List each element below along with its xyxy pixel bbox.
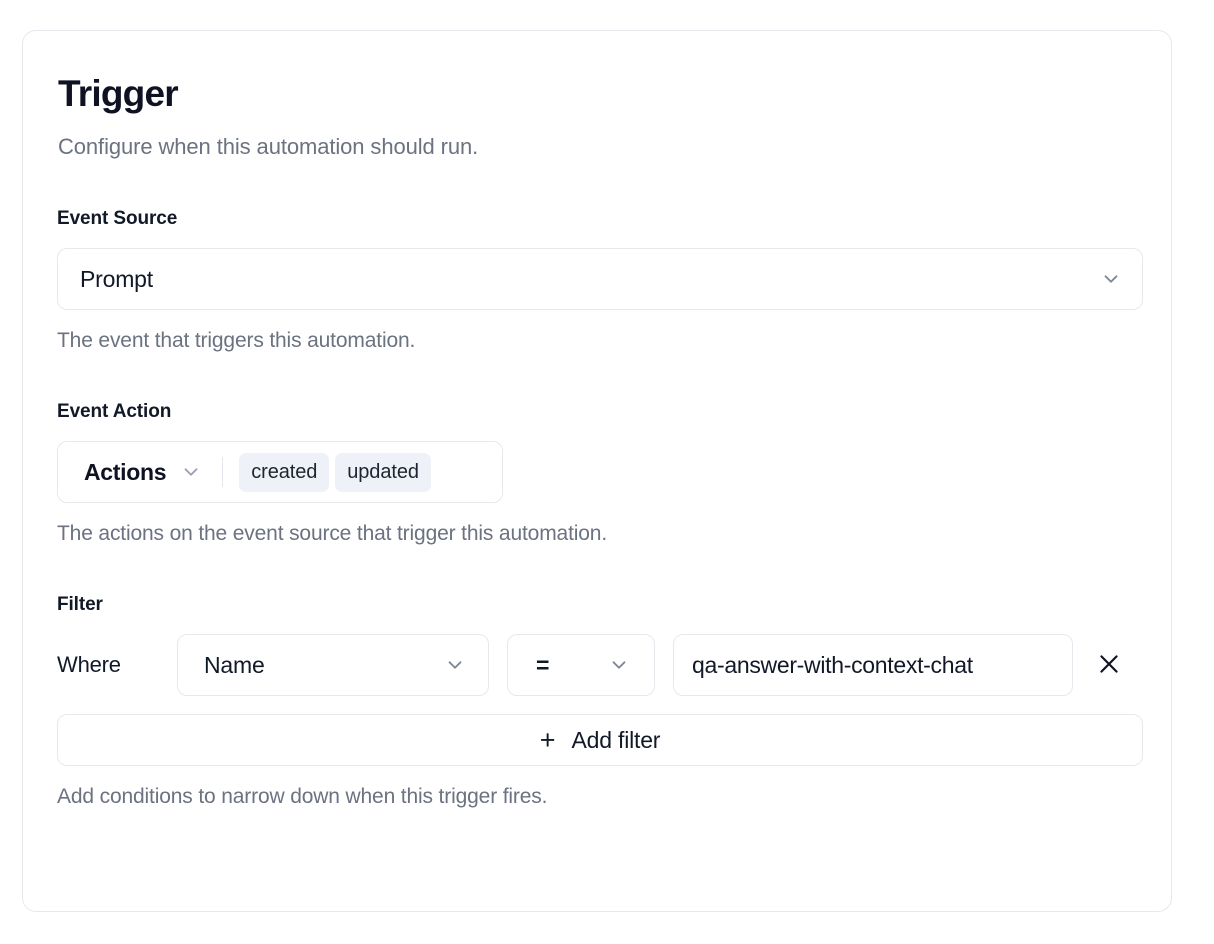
remove-filter-button[interactable] bbox=[1087, 643, 1131, 687]
filter-field-value: Name bbox=[204, 651, 265, 678]
event-source-help: The event that triggers this automation. bbox=[57, 329, 416, 352]
event-action-badge[interactable]: created bbox=[239, 452, 330, 492]
close-icon bbox=[1096, 651, 1122, 680]
filter-operator-select[interactable]: = bbox=[507, 634, 655, 696]
filter-value-input[interactable] bbox=[673, 634, 1073, 696]
page-title: Trigger bbox=[58, 73, 179, 114]
trigger-card: Trigger Configure when this automation s… bbox=[22, 30, 1172, 912]
filter-row: Where Name = bbox=[57, 634, 1137, 696]
page-subtitle: Configure when this automation should ru… bbox=[58, 134, 479, 159]
event-source-value: Prompt bbox=[80, 265, 153, 292]
event-action-badge[interactable]: updated bbox=[335, 452, 431, 492]
chevron-down-icon bbox=[180, 461, 202, 483]
event-action-label: Event Action bbox=[57, 401, 172, 422]
event-source-section: Event Source Prompt The event that trigg… bbox=[57, 208, 1143, 353]
event-action-dropdown-label: Actions bbox=[84, 458, 167, 485]
chevron-down-icon bbox=[444, 654, 466, 676]
chevron-down-icon bbox=[1100, 268, 1122, 290]
event-action-badges: created updated bbox=[239, 452, 431, 492]
filter-help: Add conditions to narrow down when this … bbox=[57, 785, 548, 808]
event-action-dropdown[interactable]: Actions bbox=[84, 459, 202, 486]
filter-field-select[interactable]: Name bbox=[177, 634, 489, 696]
plus-icon: + bbox=[539, 724, 556, 755]
event-action-section: Event Action Actions created updated The… bbox=[57, 401, 1137, 546]
filter-section: Filter Where Name = bbox=[57, 594, 1143, 809]
add-filter-label: Add filter bbox=[571, 726, 661, 753]
event-source-label: Event Source bbox=[57, 208, 178, 229]
vertical-divider bbox=[222, 457, 224, 487]
chevron-down-icon bbox=[608, 654, 630, 676]
filter-operator-value: = bbox=[536, 651, 550, 678]
event-source-select[interactable]: Prompt bbox=[57, 248, 1143, 310]
event-action-help: The actions on the event source that tri… bbox=[57, 522, 608, 545]
filter-label: Filter bbox=[57, 594, 103, 615]
event-action-control: Actions created updated bbox=[57, 441, 503, 503]
where-label: Where bbox=[57, 652, 121, 677]
add-filter-button[interactable]: + Add filter bbox=[57, 714, 1143, 766]
